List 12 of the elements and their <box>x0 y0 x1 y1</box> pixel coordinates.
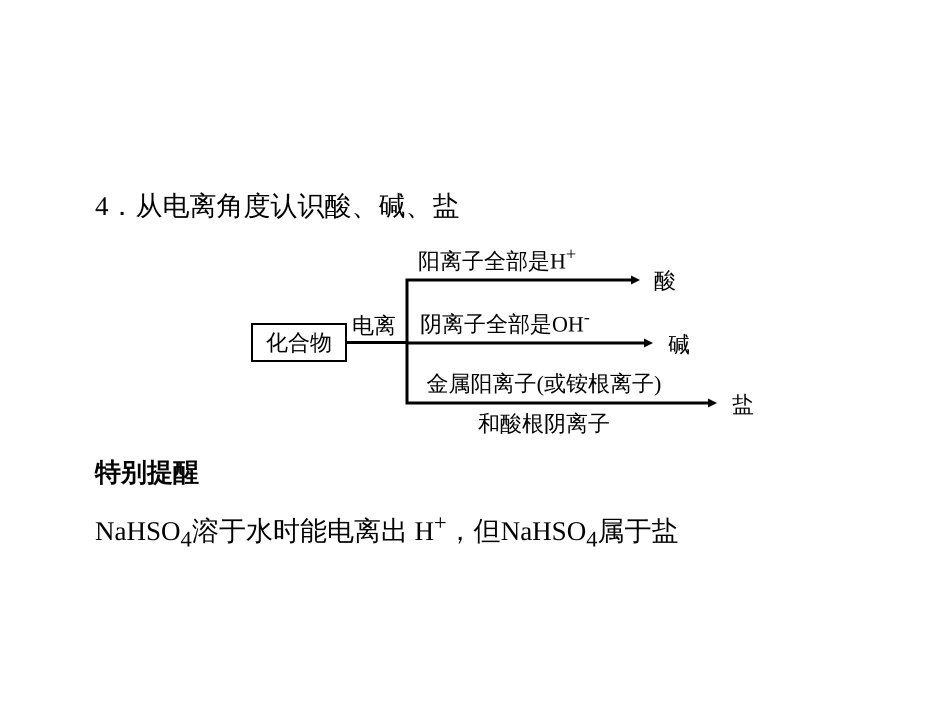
process-box: 化合物 <box>251 323 347 362</box>
result-text: 碱 <box>663 330 695 360</box>
note-text: NaHSO$_{4}$溶于水时能电离出 H$^{+}$，但NaHSO$_{4}$属于盐 <box>95 510 678 552</box>
title: 4．从电离角度认识酸、碱、盐 <box>95 190 460 223</box>
edge-label: 阳离子全部是H$^{+}$ <box>418 244 576 276</box>
arrow <box>347 341 717 408</box>
result-text: 盐 <box>727 390 759 420</box>
edge-label: 金属阳离子(或铵根离子)和酸根阴离子 <box>426 370 662 438</box>
branch-label: 电离 <box>352 312 396 340</box>
edge-label: 阴离子全部是OH$^{-}$ <box>420 307 590 338</box>
note-heading: 特别提醒 <box>95 457 199 490</box>
result-text: 酸 <box>650 266 680 296</box>
